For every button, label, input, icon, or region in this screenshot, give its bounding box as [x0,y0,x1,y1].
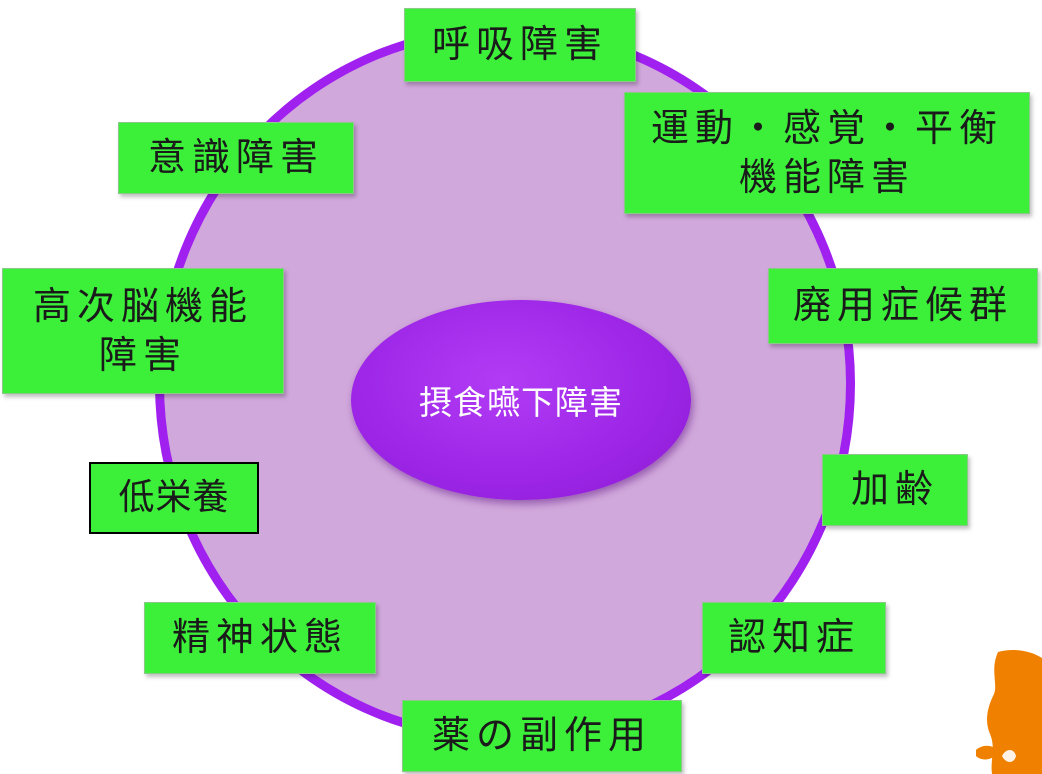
factor-higher-brain: 高次脳機能 障害 [2,268,284,394]
factor-drug-side-effects: 薬の副作用 [402,700,682,772]
factor-disuse-label: 廃用症候群 [792,283,1013,328]
factor-malnutrition: 低栄養 [89,462,259,534]
factor-higher-brain-line2: 障害 [98,333,187,377]
factor-consciousness-label: 意識障害 [147,135,324,180]
factor-mental: 精神状態 [144,602,376,674]
mascot-illustration [976,650,1042,774]
center-ellipse: 摂食嚥下障害 [351,300,691,500]
factor-respiratory: 呼吸障害 [404,8,636,82]
factor-mental-label: 精神状態 [171,615,348,660]
factor-aging: 加齢 [822,454,968,526]
factor-disuse: 廃用症候群 [768,268,1038,344]
factor-consciousness: 意識障害 [118,122,354,194]
factor-drug-side-effects-label: 薬の副作用 [431,713,652,758]
factor-higher-brain-line1: 高次脳機能 [32,283,253,328]
factor-motor-line1: 運動・感覚・平衡 [650,105,1003,150]
factor-dementia: 認知症 [702,602,886,674]
factor-motor-line2: 機能障害 [738,155,915,199]
factor-dementia-label: 認知症 [727,615,860,660]
factor-respiratory-label: 呼吸障害 [431,22,608,67]
factor-malnutrition-label: 低栄養 [118,476,230,518]
factor-aging-label: 加齢 [850,467,939,512]
center-label: 摂食嚥下障害 [419,383,623,422]
factor-motor: 運動・感覚・平衡 機能障害 [624,92,1030,214]
